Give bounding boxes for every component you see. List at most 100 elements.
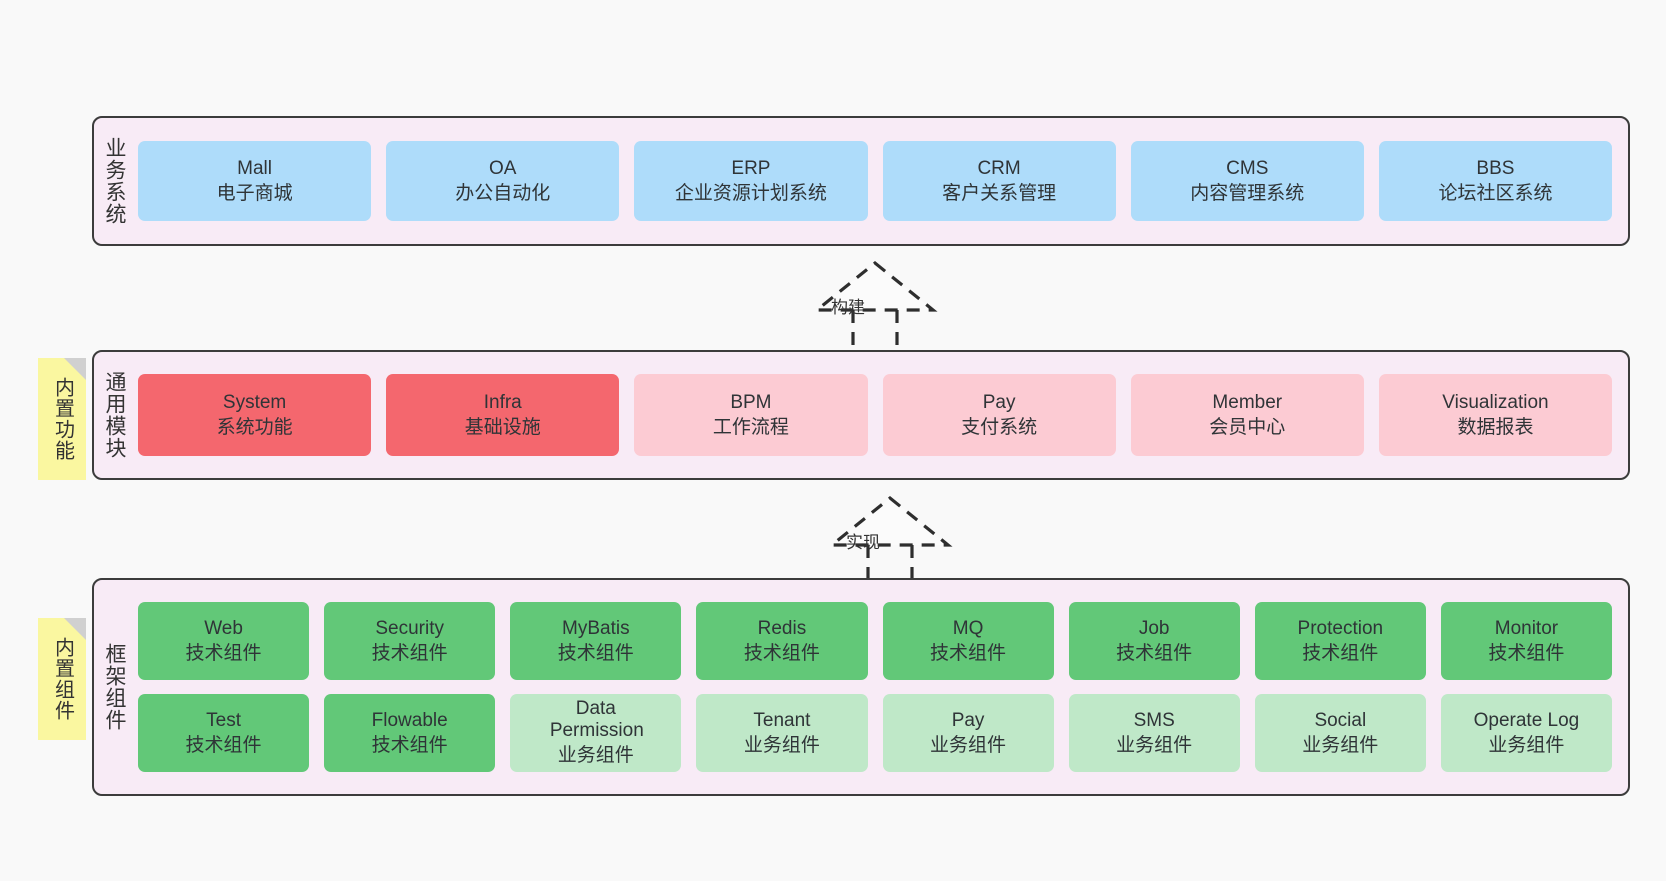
node-subtitle: 技术组件 xyxy=(743,643,820,664)
node-erp[interactable]: ERP 企业资源计划系统 xyxy=(634,141,868,221)
node-redis[interactable]: Redis 技术组件 xyxy=(696,602,868,680)
note-builtin-component: 内置组件 xyxy=(38,618,86,740)
node-social[interactable]: Social 业务组件 xyxy=(1254,694,1426,772)
node-security[interactable]: Security 技术组件 xyxy=(324,602,496,680)
node-title: OA xyxy=(489,157,517,179)
node-subtitle: 业务组件 xyxy=(1302,735,1379,756)
node-title: Web xyxy=(204,617,243,639)
node-row: System 系统功能 Infra 基础设施 BPM 工作流程 Pay 支付系统… xyxy=(138,374,1613,456)
node-title: CRM xyxy=(977,157,1021,179)
node-subtitle: 业务组件 xyxy=(1116,735,1193,756)
node-title: BPM xyxy=(730,391,772,413)
node-sms[interactable]: SMS 业务组件 xyxy=(1068,694,1240,772)
connector-implement: 实现 xyxy=(810,493,970,591)
connector-implement-shape xyxy=(827,495,953,591)
node-flowable[interactable]: Flowable 技术组件 xyxy=(324,694,496,772)
node-title: Tenant xyxy=(753,709,811,731)
node-member[interactable]: Member 会员中心 xyxy=(1130,374,1364,456)
node-title: Pay xyxy=(982,391,1016,413)
node-subtitle: 技术组件 xyxy=(371,643,448,664)
node-subtitle: 技术组件 xyxy=(185,643,262,664)
node-title: BBS xyxy=(1476,157,1515,179)
node-title: CMS xyxy=(1226,157,1269,179)
node-title: SMS xyxy=(1133,709,1175,731)
node-subtitle: 业务组件 xyxy=(1488,735,1565,756)
node-bpm[interactable]: BPM 工作流程 xyxy=(634,374,868,456)
node-title: System xyxy=(222,391,287,413)
node-data-permission[interactable]: Data Permission 业务组件 xyxy=(510,694,682,772)
note-fold-corner-icon xyxy=(64,358,86,380)
node-title: Data Permission xyxy=(549,697,644,742)
node-subtitle: 技术组件 xyxy=(1302,643,1379,664)
node-subtitle: 业务组件 xyxy=(557,745,634,767)
node-title: Infra xyxy=(483,391,522,413)
node-subtitle: 数据报表 xyxy=(1457,417,1534,438)
node-subtitle: 基础设施 xyxy=(464,417,541,438)
node-title: Operate Log xyxy=(1473,709,1580,731)
node-subtitle: 工作流程 xyxy=(712,417,789,438)
layer-body-business-system: Mall 电子商城 OA 办公自动化 ERP 企业资源计划系统 CRM 客户关系… xyxy=(134,118,1628,244)
node-row: Test 技术组件 Flowable 技术组件 Data Permission … xyxy=(138,694,1612,772)
node-pay[interactable]: Pay 支付系统 xyxy=(882,374,1116,456)
node-test[interactable]: Test 技术组件 xyxy=(138,694,310,772)
node-cms[interactable]: CMS 内容管理系统 xyxy=(1130,141,1364,221)
node-subtitle: 系统功能 xyxy=(216,417,293,438)
node-title: Security xyxy=(375,617,444,639)
note-fold-corner-icon xyxy=(64,618,86,640)
node-subtitle: 会员中心 xyxy=(1209,417,1286,438)
node-subtitle: 技术组件 xyxy=(1488,643,1565,664)
layer-caption-common-module: 通用模块 xyxy=(102,371,126,459)
node-title: Social xyxy=(1314,709,1367,731)
node-pay-component[interactable]: Pay 业务组件 xyxy=(882,694,1054,772)
connector-implement-label: 实现 xyxy=(846,533,880,552)
node-title: Flowable xyxy=(371,709,448,731)
layer-common-module: 通用模块 System 系统功能 Infra 基础设施 BPM 工作流程 Pay… xyxy=(92,350,1630,480)
connector-build-label: 构建 xyxy=(831,298,865,317)
node-monitor[interactable]: Monitor 技术组件 xyxy=(1440,602,1612,680)
node-title: MQ xyxy=(952,617,984,639)
node-subtitle: 技术组件 xyxy=(930,643,1007,664)
node-operate-log[interactable]: Operate Log 业务组件 xyxy=(1440,694,1612,772)
layer-framework-component: 框架组件 Web 技术组件 Security 技术组件 MyBatis 技术组件… xyxy=(92,578,1630,796)
node-title: Monitor xyxy=(1494,617,1559,639)
connector-build-shape xyxy=(812,260,938,356)
node-tenant[interactable]: Tenant 业务组件 xyxy=(696,694,868,772)
node-job[interactable]: Job 技术组件 xyxy=(1068,602,1240,680)
node-title: Visualization xyxy=(1442,391,1549,413)
layer-body-framework-component: Web 技术组件 Security 技术组件 MyBatis 技术组件 Redi… xyxy=(134,580,1628,794)
node-row: Mall 电子商城 OA 办公自动化 ERP 企业资源计划系统 CRM 客户关系… xyxy=(138,141,1613,221)
node-row: Web 技术组件 Security 技术组件 MyBatis 技术组件 Redi… xyxy=(138,602,1612,680)
node-subtitle: 支付系统 xyxy=(961,417,1038,438)
node-subtitle: 技术组件 xyxy=(185,735,262,756)
node-mall[interactable]: Mall 电子商城 xyxy=(138,141,372,221)
node-subtitle: 内容管理系统 xyxy=(1190,183,1305,204)
node-subtitle: 论坛社区系统 xyxy=(1438,183,1553,204)
node-mybatis[interactable]: MyBatis 技术组件 xyxy=(510,602,682,680)
node-title: MyBatis xyxy=(562,617,630,639)
layer-business-system: 业务系统 Mall 电子商城 OA 办公自动化 ERP 企业资源计划系统 CRM… xyxy=(92,116,1630,246)
node-title: Job xyxy=(1138,617,1170,639)
node-web[interactable]: Web 技术组件 xyxy=(138,602,310,680)
node-bbs[interactable]: BBS 论坛社区系统 xyxy=(1378,141,1613,221)
node-title: Redis xyxy=(757,617,807,639)
node-subtitle: 技术组件 xyxy=(1116,643,1193,664)
node-title: Pay xyxy=(951,709,985,731)
connector-build: 构建 xyxy=(795,258,955,356)
node-system[interactable]: System 系统功能 xyxy=(138,374,372,456)
node-crm[interactable]: CRM 客户关系管理 xyxy=(882,141,1116,221)
node-title: Protection xyxy=(1297,617,1384,639)
node-oa[interactable]: OA 办公自动化 xyxy=(386,141,620,221)
node-infra[interactable]: Infra 基础设施 xyxy=(386,374,620,456)
layer-body-common-module: System 系统功能 Infra 基础设施 BPM 工作流程 Pay 支付系统… xyxy=(134,352,1628,478)
node-title: Test xyxy=(206,709,241,731)
node-subtitle: 业务组件 xyxy=(930,735,1007,756)
node-subtitle: 企业资源计划系统 xyxy=(674,183,827,204)
node-visualization[interactable]: Visualization 数据报表 xyxy=(1378,374,1613,456)
layer-caption-framework-component: 框架组件 xyxy=(102,643,126,731)
node-protection[interactable]: Protection 技术组件 xyxy=(1254,602,1426,680)
node-title: ERP xyxy=(731,157,771,179)
layer-caption-business-system: 业务系统 xyxy=(102,137,126,225)
node-mq[interactable]: MQ 技术组件 xyxy=(882,602,1054,680)
node-subtitle: 客户关系管理 xyxy=(942,183,1057,204)
